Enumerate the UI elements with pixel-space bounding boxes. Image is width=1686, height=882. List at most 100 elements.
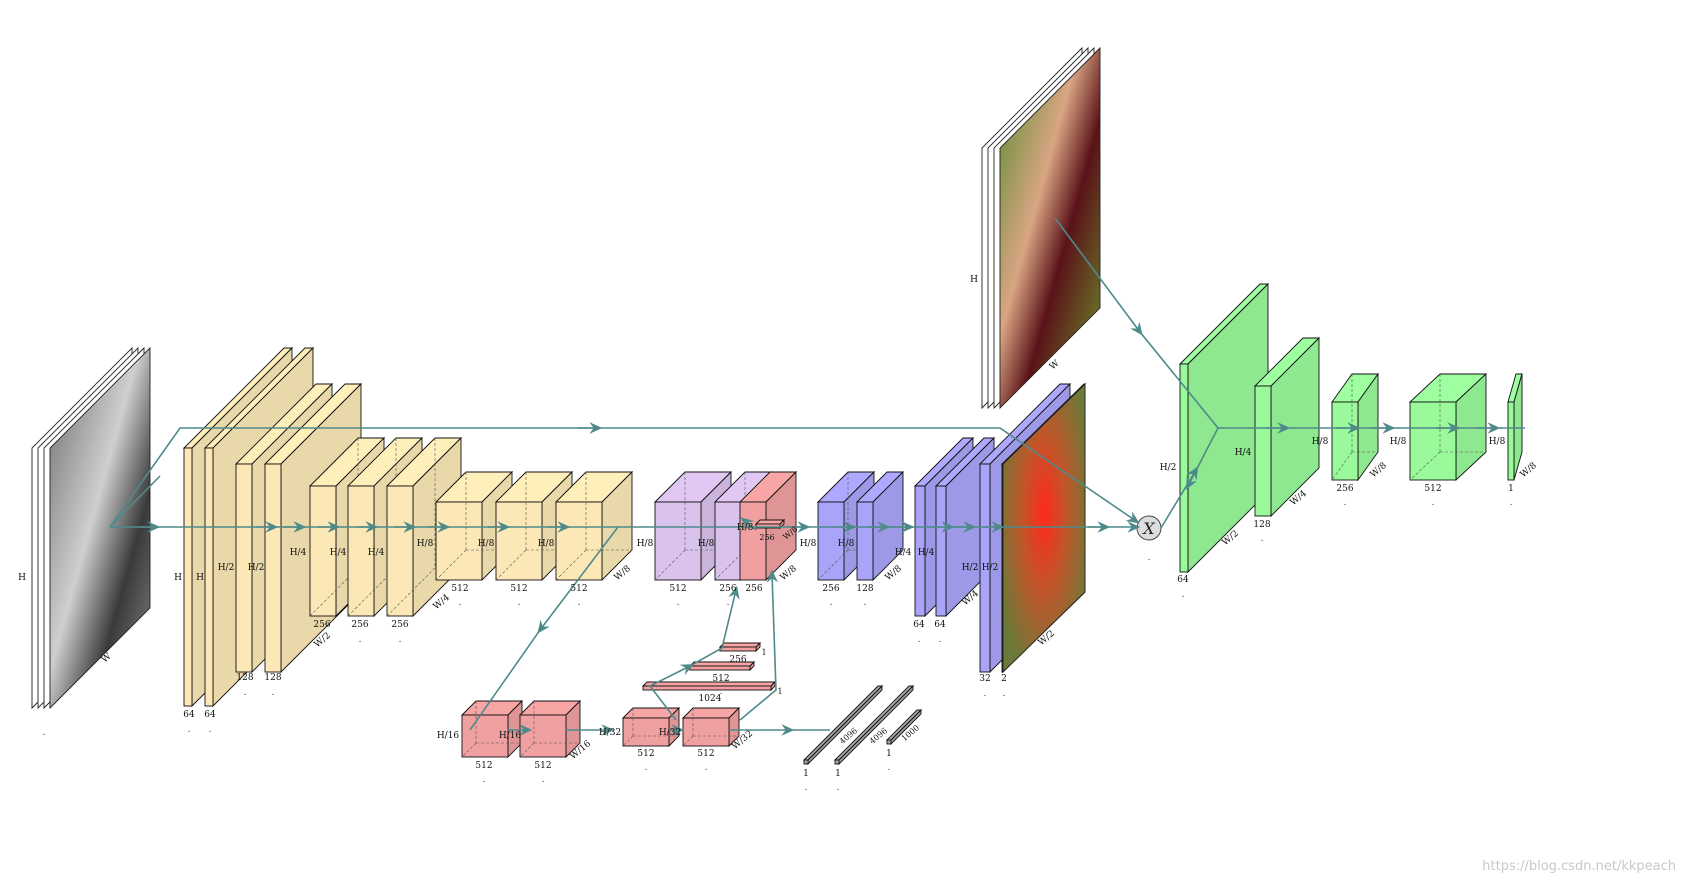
dec-b2-dot: . bbox=[864, 598, 867, 608]
enc2-c: 64 bbox=[204, 710, 216, 720]
gray-input-height-label: H bbox=[18, 573, 26, 583]
color-input-height-label: H bbox=[970, 275, 978, 285]
gray-input-image bbox=[31, 346, 151, 710]
color-input-image bbox=[981, 46, 1101, 410]
enc4-c: 128 bbox=[264, 673, 281, 683]
multiply-symbol: X bbox=[1141, 519, 1155, 538]
enc3-h: H/2 bbox=[218, 563, 235, 573]
classifier-block-4 bbox=[1408, 372, 1488, 482]
encoder-block-10 bbox=[554, 470, 634, 582]
enc7-h: H/4 bbox=[368, 548, 385, 558]
cls5-c: 1 bbox=[1508, 484, 1514, 494]
classifier-block-5 bbox=[1507, 373, 1523, 481]
br1-dot: . bbox=[483, 775, 486, 785]
classifier-block-3 bbox=[1331, 372, 1379, 482]
enc4-h: H/2 bbox=[248, 563, 265, 573]
dec-b3-h: H/4 bbox=[895, 548, 912, 558]
enc8-dot: . bbox=[459, 598, 462, 608]
colorization-heatmap bbox=[1002, 382, 1086, 674]
fc-bar-3 bbox=[885, 708, 923, 746]
enc1-c: 64 bbox=[183, 710, 195, 720]
cls3-h: H/8 bbox=[1312, 437, 1329, 447]
enc10-h: H/8 bbox=[538, 539, 555, 549]
enc2-dot: . bbox=[209, 725, 212, 735]
dec-p1-h: H/8 bbox=[637, 539, 654, 549]
br2-c: 512 bbox=[534, 761, 551, 771]
enc6-h: H/4 bbox=[330, 548, 347, 558]
cls3-dot: . bbox=[1344, 498, 1347, 508]
dec-b6-c: 2 bbox=[1001, 674, 1007, 684]
dec-b6-h: H/2 bbox=[982, 563, 999, 573]
dec-p2-dot: . bbox=[727, 598, 730, 608]
color-image-to-classifier bbox=[1054, 217, 1143, 336]
dec-b5-h: H/2 bbox=[962, 563, 979, 573]
bar-up-3 bbox=[739, 569, 779, 721]
enc1-dot: . bbox=[188, 725, 191, 735]
bar256-d: 1 bbox=[761, 648, 766, 657]
enc8-c: 512 bbox=[451, 584, 468, 594]
br1-h: H/16 bbox=[437, 731, 460, 741]
dec-r1-h: H/8 bbox=[737, 523, 754, 533]
br4-h: H/32 bbox=[659, 728, 681, 738]
enc6-c: 256 bbox=[351, 620, 368, 630]
br1-c: 512 bbox=[475, 761, 492, 771]
cls5-w: W/8 bbox=[1519, 461, 1539, 480]
dec-b2-h: H/8 bbox=[838, 539, 855, 549]
dec-b6-dot: . bbox=[1003, 689, 1006, 699]
dec-b2-c: 128 bbox=[856, 584, 873, 594]
bar1024-c: 1024 bbox=[699, 694, 722, 704]
gray-input-dot: . bbox=[43, 728, 46, 738]
watermark: https://blog.csdn.net/kkpeach bbox=[1482, 859, 1676, 874]
cls4-h: H/8 bbox=[1390, 437, 1407, 447]
dec-r1-c: 256 bbox=[745, 584, 762, 594]
dec-b4-dot: . bbox=[939, 635, 942, 645]
fc1-dot: . bbox=[805, 783, 808, 793]
br3-h: H/32 bbox=[599, 728, 621, 738]
dec-b1-dot: . bbox=[830, 598, 833, 608]
fc3-dot: . bbox=[888, 763, 891, 773]
enc3-c: 128 bbox=[236, 673, 253, 683]
enc9-dot: . bbox=[518, 598, 521, 608]
enc9-c: 512 bbox=[510, 584, 527, 594]
cls2-dot: . bbox=[1261, 534, 1264, 544]
enc4-dot: . bbox=[272, 688, 275, 698]
branch-diag bbox=[469, 629, 541, 731]
br3-dot: . bbox=[645, 763, 648, 773]
enc7-c: 256 bbox=[391, 620, 408, 630]
bar1024-d: 1 bbox=[777, 687, 782, 696]
cls1-dot: . bbox=[1182, 590, 1185, 600]
enc6-dot: . bbox=[359, 635, 362, 645]
enc10-dot: . bbox=[578, 598, 581, 608]
fc3-c: 1 bbox=[886, 749, 892, 759]
dec-b5-dot: . bbox=[984, 689, 987, 699]
cls4-dot: . bbox=[1432, 498, 1435, 508]
dec-r1-w: W/8 bbox=[779, 564, 799, 583]
enc5-c: 256 bbox=[313, 620, 330, 630]
dec-p1-dot: . bbox=[677, 598, 680, 608]
bar512-c: 512 bbox=[712, 674, 729, 684]
dec-b5-c: 32 bbox=[979, 674, 990, 684]
enc2-h: H bbox=[196, 573, 204, 583]
cls3-w: W/8 bbox=[1369, 461, 1389, 480]
fuse-join bbox=[740, 517, 757, 531]
fc2-c: 1 bbox=[835, 769, 841, 779]
branch-bar-1024 bbox=[641, 680, 777, 692]
gray-image-to-mult bbox=[109, 475, 161, 528]
mult-to-classifier bbox=[1160, 466, 1199, 529]
dec-b4-h: H/4 bbox=[918, 548, 935, 558]
cls4-c: 512 bbox=[1424, 484, 1441, 494]
br2-h: H/16 bbox=[499, 731, 522, 741]
fc2-dot: . bbox=[837, 783, 840, 793]
cls5-h: H/8 bbox=[1489, 437, 1506, 447]
br3-c: 512 bbox=[637, 749, 654, 759]
dec-b1-h: H/8 bbox=[800, 539, 817, 549]
enc10-c: 512 bbox=[570, 584, 587, 594]
fc-bar-1 bbox=[802, 684, 884, 766]
dec-b1-c: 256 bbox=[822, 584, 839, 594]
cls1-h: H/2 bbox=[1160, 463, 1177, 473]
enc7-dot: . bbox=[399, 635, 402, 645]
enc5-h: H/4 bbox=[290, 548, 307, 558]
dec-b3-dot: . bbox=[918, 635, 921, 645]
br2-dot: . bbox=[542, 775, 545, 785]
cls1-c: 64 bbox=[1177, 575, 1189, 585]
